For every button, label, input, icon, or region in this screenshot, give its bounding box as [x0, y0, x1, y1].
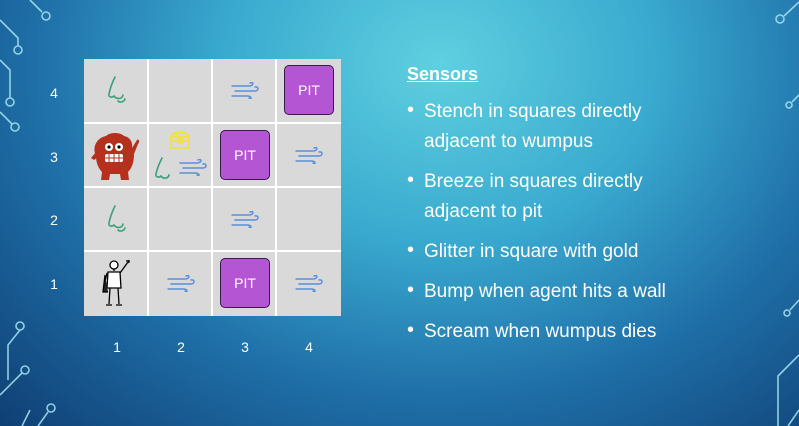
stench-icon	[108, 205, 126, 232]
cell-r1c1	[84, 252, 147, 315]
sensor-list: Stench in squares directly adjacent to w…	[407, 95, 787, 347]
grid-line	[84, 122, 341, 124]
cell-r3c1	[84, 124, 147, 187]
row-label-4: 4	[50, 85, 58, 101]
row-label-3: 3	[50, 149, 58, 165]
col-label-1: 1	[113, 339, 121, 355]
stench-icon	[108, 76, 126, 103]
col-label-2: 2	[177, 339, 185, 355]
breeze-icon	[295, 275, 323, 292]
cell-r1c4	[277, 252, 340, 315]
gold-chest-icon	[170, 131, 190, 149]
sensor-item-breeze: Breeze in squares directly adjacent to p…	[407, 165, 689, 227]
agent-icon	[102, 259, 130, 306]
breeze-icon	[295, 147, 323, 164]
breeze-icon	[167, 275, 195, 292]
cell-r2c4	[277, 188, 340, 251]
cell-r3c4	[277, 124, 340, 187]
grid-line	[84, 250, 341, 252]
sensor-item-glitter: Glitter in square with gold	[407, 235, 787, 267]
stench-icon	[155, 157, 170, 179]
pit-r4c4: PIT	[284, 65, 334, 115]
cell-r4c3	[213, 59, 276, 122]
cell-r3c2	[149, 124, 212, 187]
row-label-1: 1	[50, 276, 58, 292]
wumpus-icon	[91, 133, 140, 180]
cell-r2c3	[213, 188, 276, 251]
sensor-item-bump: Bump when agent hits a wall	[407, 275, 787, 307]
breeze-icon	[231, 82, 259, 99]
cell-r2c2	[149, 188, 212, 251]
cell-r4c2	[149, 59, 212, 122]
cell-r4c4: PIT	[277, 59, 340, 122]
sensor-item-scream: Scream when wumpus dies	[407, 315, 787, 347]
pit-r1c3: PIT	[220, 258, 270, 308]
cell-r4c1	[84, 59, 147, 122]
breeze-icon	[179, 159, 207, 176]
sensor-item-stench: Stench in squares directly adjacent to w…	[407, 95, 689, 157]
sensors-panel: Sensors Stench in squares directly adjac…	[407, 64, 787, 357]
cell-r3c3: PIT	[213, 124, 276, 187]
grid-line	[84, 186, 341, 188]
col-label-4: 4	[305, 339, 313, 355]
sensors-title: Sensors	[407, 64, 479, 84]
pit-r3c3: PIT	[220, 130, 270, 180]
cell-r1c2	[149, 252, 212, 315]
wumpus-world-board: PIT PIT	[84, 59, 341, 316]
row-label-2: 2	[50, 212, 58, 228]
cell-r1c3: PIT	[213, 252, 276, 315]
cell-r2c1	[84, 188, 147, 251]
col-label-3: 3	[241, 339, 249, 355]
breeze-icon	[231, 211, 259, 228]
